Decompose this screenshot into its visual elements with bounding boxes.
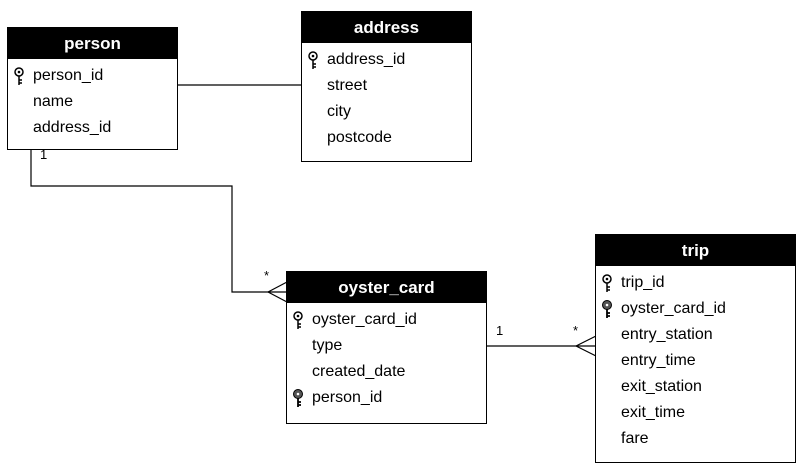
trip-entity[interactable]: trip trip_id oyster_card_id entry_statio…	[595, 234, 796, 463]
field-row[interactable]: created_date	[287, 359, 486, 385]
field-row[interactable]: oyster_card_id	[287, 307, 486, 333]
field-name: person_id	[312, 389, 383, 406]
field-row[interactable]: exit_station	[596, 374, 795, 400]
oyster-card-crowfoot	[267, 281, 288, 303]
primary-key-icon	[293, 311, 303, 329]
field-row[interactable]: postcode	[302, 125, 471, 151]
field-row[interactable]: fare	[596, 426, 795, 452]
field-row[interactable]: trip_id	[596, 270, 795, 296]
field-name: type	[312, 337, 343, 354]
field-name: trip_id	[621, 274, 665, 291]
primary-key-icon	[308, 51, 318, 69]
field-name: entry_time	[621, 352, 696, 369]
entity-title: trip	[596, 235, 795, 266]
person-entity[interactable]: person person_id name address_id	[7, 27, 178, 150]
field-name: fare	[621, 430, 649, 447]
field-name: address_id	[33, 119, 112, 136]
foreign-key-icon	[602, 300, 612, 318]
field-name: address_id	[327, 51, 406, 68]
field-name: street	[327, 77, 368, 94]
foreign-key-icon	[293, 389, 303, 407]
field-name: postcode	[327, 129, 392, 146]
entity-title: oyster_card	[287, 272, 486, 303]
field-row[interactable]: entry_time	[596, 348, 795, 374]
field-name: created_date	[312, 363, 406, 380]
field-row[interactable]: city	[302, 99, 471, 125]
entity-title: person	[8, 28, 177, 59]
oyster-card-trip-cardinality-label: 1	[496, 323, 504, 338]
person-cardinality-label: 1	[40, 147, 48, 162]
field-name: exit_time	[621, 404, 686, 421]
field-row[interactable]: person_id	[8, 63, 177, 89]
person-oyster-card-line	[30, 149, 287, 293]
field-row[interactable]: entry_station	[596, 322, 795, 348]
field-name: oyster_card_id	[621, 300, 726, 317]
trip-crowfoot	[575, 335, 597, 357]
address-entity[interactable]: address address_id street city postcode	[301, 11, 472, 162]
primary-key-icon	[602, 274, 612, 292]
trip-cardinality-label: *	[573, 323, 579, 338]
field-name: name	[33, 93, 74, 110]
field-name: entry_station	[621, 326, 713, 343]
field-row[interactable]: oyster_card_id	[596, 296, 795, 322]
field-name: exit_station	[621, 378, 702, 395]
field-row[interactable]: exit_time	[596, 400, 795, 426]
field-name: person_id	[33, 67, 104, 84]
field-name: oyster_card_id	[312, 311, 417, 328]
field-row[interactable]: name	[8, 89, 177, 115]
entity-title: address	[302, 12, 471, 43]
oyster-card-entity[interactable]: oyster_card oyster_card_id type created_…	[286, 271, 487, 424]
field-row[interactable]: street	[302, 73, 471, 99]
field-row[interactable]: type	[287, 333, 486, 359]
primary-key-icon	[14, 67, 24, 85]
field-row[interactable]: address_id	[302, 47, 471, 73]
oyster-card-person-cardinality-label: *	[264, 268, 270, 283]
field-name: city	[327, 103, 351, 120]
field-row[interactable]: address_id	[8, 115, 177, 141]
field-row[interactable]: person_id	[287, 385, 486, 411]
